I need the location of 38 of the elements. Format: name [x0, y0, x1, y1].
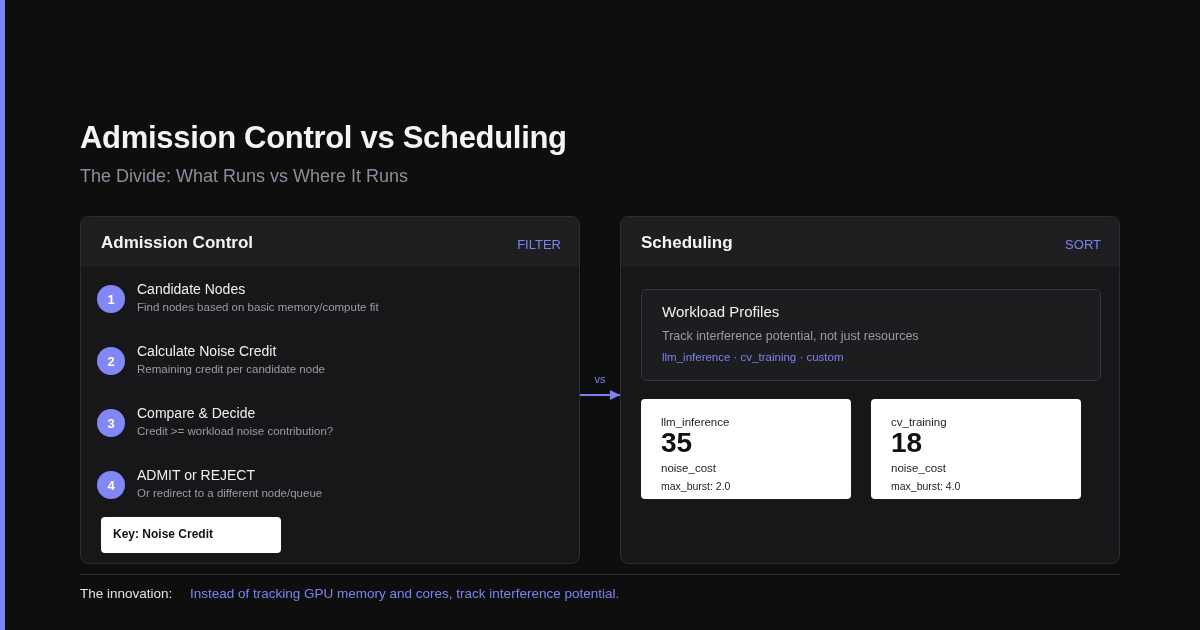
- step-description: Credit >= workload noise contribution?: [137, 425, 334, 437]
- box-description: Track interference potential, not just resources: [662, 329, 919, 343]
- panel: [620, 216, 1120, 564]
- step-title: Calculate Noise Credit: [137, 343, 277, 359]
- step-number: 1: [97, 285, 125, 313]
- panel: [80, 216, 580, 564]
- metric-card: [871, 399, 1081, 499]
- step-number: 2: [97, 347, 125, 375]
- mode-label: FILTER: [517, 237, 561, 252]
- subtitle: The Divide: What Runs vs Where It Runs: [80, 166, 409, 187]
- step-title: ADMIT or REJECT: [137, 467, 255, 483]
- metric-label: noise_cost: [891, 462, 946, 474]
- arrow: [579, 390, 621, 400]
- step-description: Find nodes based on basic memory/compute fit: [137, 301, 379, 313]
- profile-list: llm_inference · cv_training · custom: [662, 351, 844, 363]
- metric-card: [641, 399, 851, 499]
- noise-cost-value: 18: [891, 427, 923, 459]
- key-note: Key: Noise Credit: [101, 517, 281, 553]
- step-title: Compare & Decide: [137, 405, 256, 421]
- step-description: Or redirect to a different node/queue: [137, 487, 323, 499]
- info-card: [641, 289, 1101, 381]
- note-heading: The innovation:: [80, 586, 173, 601]
- note-text: Instead of tracking GPU memory and cores, track interference potential.: [190, 586, 620, 601]
- max-burst-value: max_burst: 4.0: [891, 480, 961, 492]
- step-title: Candidate Nodes: [137, 281, 246, 297]
- step-description: Remaining credit per candidate node: [137, 363, 325, 375]
- workload-name: cv_training: [891, 416, 947, 428]
- metric-label: noise_cost: [661, 462, 716, 474]
- box-title: Workload Profiles: [662, 303, 780, 320]
- step-number: 4: [97, 471, 125, 499]
- mode-label: SORT: [1065, 237, 1101, 252]
- step-number: 3: [97, 409, 125, 437]
- panel-title: Admission Control: [101, 233, 254, 253]
- workload-name: llm_inference: [661, 416, 730, 428]
- max-burst-value: max_burst: 2.0: [661, 480, 731, 492]
- panel-title: Scheduling: [641, 233, 733, 253]
- title: Admission Control vs Scheduling: [80, 120, 567, 156]
- noise-cost-value: 35: [661, 427, 693, 459]
